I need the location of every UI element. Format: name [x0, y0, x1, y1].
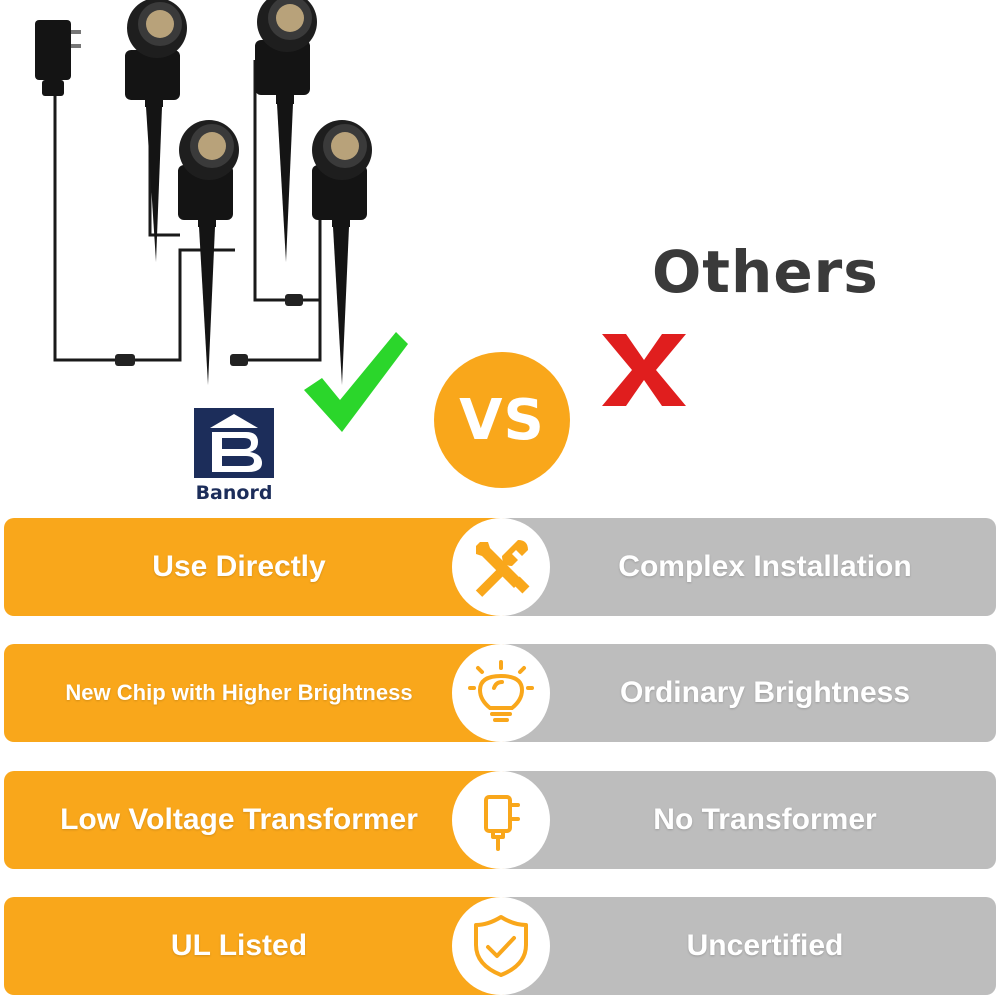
comparison-row-brightness: New Chip with Higher Brightness Ordinary…	[4, 644, 996, 742]
plug-adapter-badge	[452, 771, 550, 869]
others-panel	[504, 644, 996, 742]
ours-panel	[4, 644, 504, 742]
others-panel	[504, 518, 996, 616]
ours-panel	[4, 771, 504, 869]
shield-check-icon	[474, 915, 528, 977]
others-heading: Others	[652, 238, 879, 306]
ours-panel	[4, 897, 504, 995]
vs-badge: VS	[434, 352, 570, 488]
product-spotlights-image	[35, 0, 372, 385]
ours-feature-label: New Chip with Higher Brightness	[65, 680, 413, 705]
comparison-row-transformer: Low Voltage Transformer No Transformer	[4, 771, 996, 869]
tools-icon	[475, 540, 530, 597]
others-feature-label: Ordinary Brightness	[619, 676, 911, 709]
brand-logo-icon	[194, 408, 274, 478]
shield-check-badge	[452, 897, 550, 995]
lightbulb-badge	[452, 644, 550, 742]
plug-adapter-icon	[484, 795, 520, 851]
vs-label: VS	[459, 387, 545, 453]
tools-badge	[452, 518, 550, 616]
brand-name: Banord	[195, 482, 273, 504]
comparison-row-certification: UL Listed Uncertified	[4, 897, 996, 995]
others-panel	[504, 771, 996, 869]
cross-icon	[602, 334, 686, 406]
check-icon	[304, 332, 408, 432]
ours-feature-label: Use Directly	[152, 550, 326, 583]
lightbulb-icon	[468, 660, 534, 722]
comparison-row-install: Use Directly Complex Installation	[4, 518, 996, 616]
ours-feature-label: Low Voltage Transformer	[60, 803, 418, 836]
others-feature-label: No Transformer	[653, 803, 877, 836]
ours-panel	[4, 518, 504, 616]
others-feature-label: Uncertified	[686, 929, 844, 962]
ours-feature-label: UL Listed	[170, 929, 308, 962]
brand-block: Banord	[186, 408, 286, 508]
others-panel	[504, 897, 996, 995]
others-feature-label: Complex Installation	[618, 550, 912, 583]
